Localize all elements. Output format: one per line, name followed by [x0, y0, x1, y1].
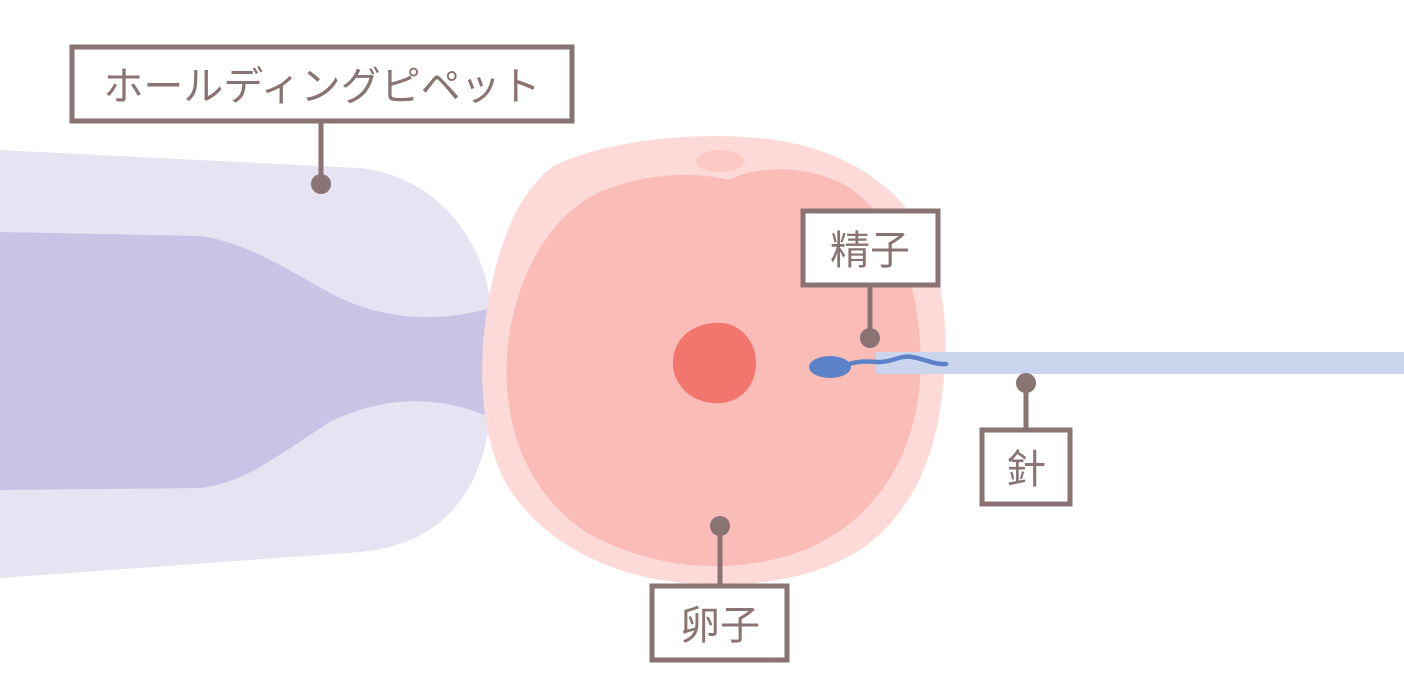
label-needle: 針 — [1006, 447, 1046, 493]
label-holding-pipette: ホールディングピペット — [103, 64, 540, 110]
polar-body — [696, 150, 744, 172]
nucleus — [672, 322, 757, 404]
callout-dot — [860, 328, 880, 348]
callout-needle: 針 — [979, 373, 1073, 507]
callout-dot — [1016, 373, 1036, 393]
sperm-cell — [809, 354, 949, 378]
sperm-tail — [846, 354, 949, 367]
holding-pipette-inner — [0, 232, 492, 490]
callout-holding-pipette: ホールディングピペット — [69, 44, 575, 194]
label-box-needle — [979, 427, 1073, 507]
callout-dot — [710, 516, 730, 536]
callout-sperm: 精子 — [800, 208, 941, 348]
label-box-sperm — [800, 208, 941, 288]
holding-pipette — [0, 150, 492, 578]
label-box-egg — [649, 583, 790, 663]
label-sperm: 精子 — [830, 228, 910, 274]
injection-needle — [876, 352, 1404, 374]
callout-egg: 卵子 — [649, 516, 790, 663]
label-egg: 卵子 — [680, 603, 760, 649]
callout-dot — [311, 174, 331, 194]
sperm-head — [809, 356, 851, 378]
label-box-holding-pipette — [69, 44, 575, 124]
